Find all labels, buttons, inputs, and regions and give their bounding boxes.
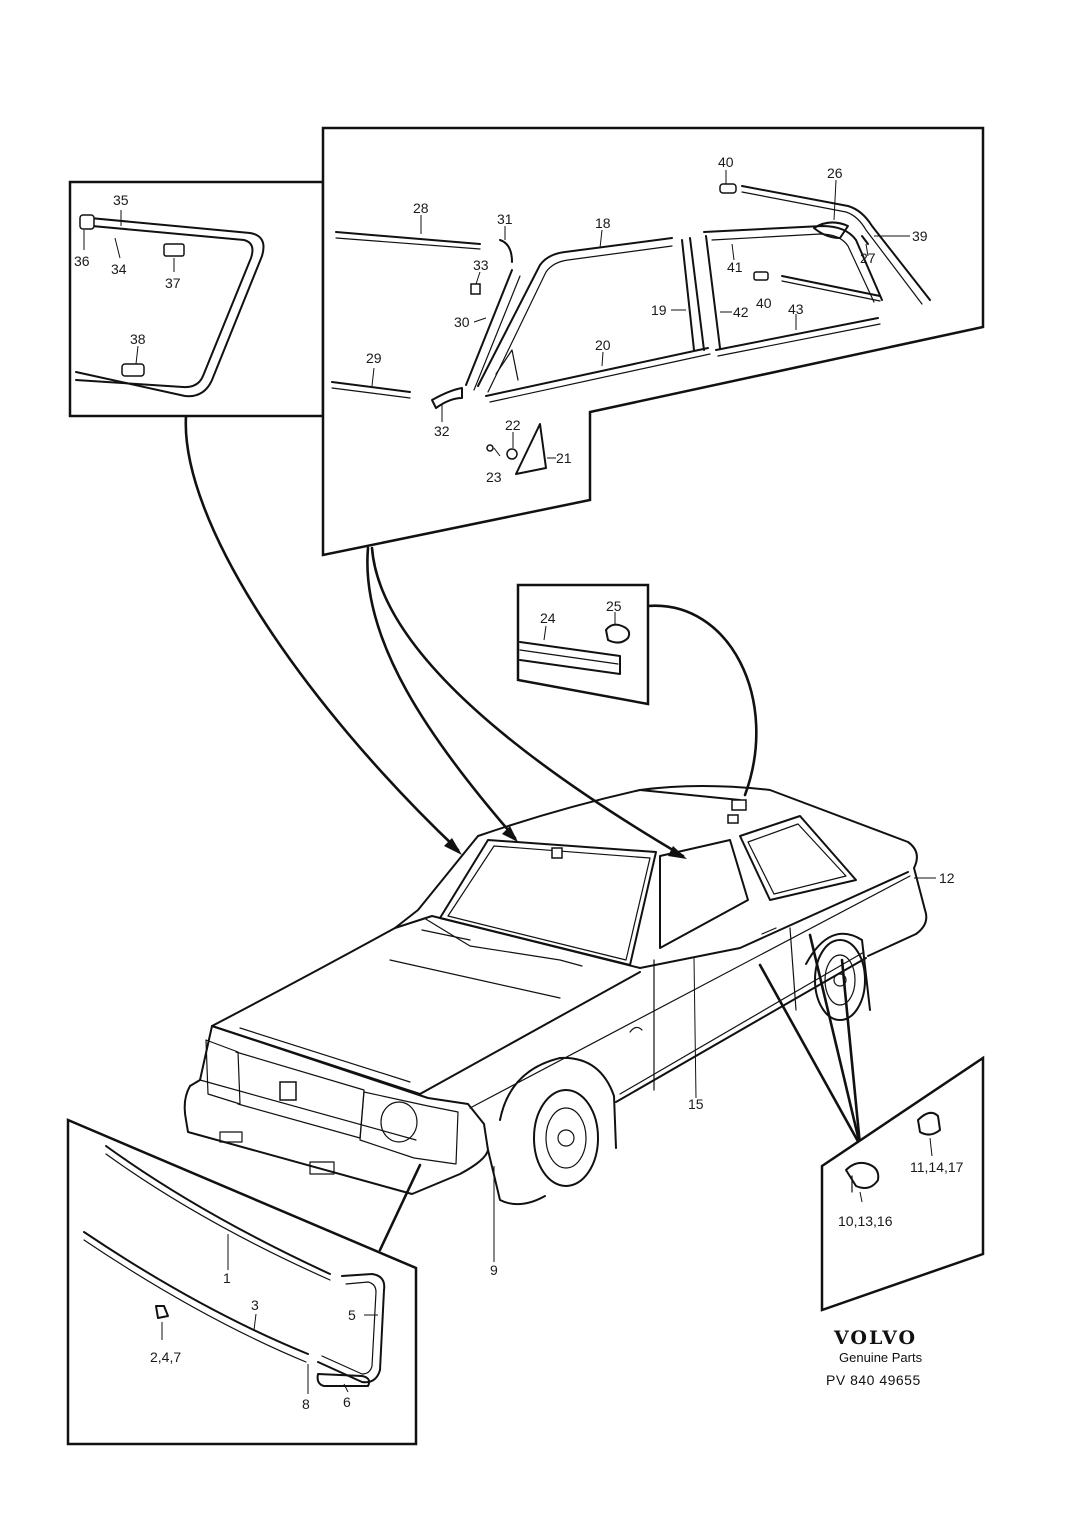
callout-25: 25 — [606, 598, 622, 614]
callout-29: 29 — [366, 350, 382, 366]
callout-26: 26 — [827, 165, 843, 181]
callout-24: 24 — [540, 610, 556, 626]
inset-side-windows — [321, 126, 985, 557]
callout-5: 5 — [348, 1307, 356, 1323]
callout-20: 20 — [595, 337, 611, 353]
callout-36: 36 — [74, 253, 90, 269]
callout-42: 42 — [733, 304, 749, 320]
callout-28: 28 — [413, 200, 429, 216]
callout-39: 39 — [912, 228, 928, 244]
car-illustration — [183, 785, 936, 1262]
callout-37: 37 — [165, 275, 181, 291]
callout-6: 6 — [343, 1394, 351, 1410]
reference-number: PV 840 49655 — [826, 1372, 921, 1388]
callout-9: 9 — [490, 1262, 498, 1278]
callout-labels: 35 36 34 37 38 28 31 33 30 29 32 18 19 2… — [74, 154, 964, 1412]
connector-lines — [184, 414, 862, 1252]
callout-32: 32 — [434, 423, 450, 439]
genuine-parts-text: Genuine Parts — [839, 1350, 923, 1365]
callout-19: 19 — [651, 302, 667, 318]
inset-clips — [820, 1055, 985, 1312]
callout-31: 31 — [497, 211, 513, 227]
callout-34: 34 — [111, 261, 127, 277]
callout-27: 27 — [860, 250, 876, 266]
callout-12: 12 — [939, 870, 955, 886]
callout-18: 18 — [595, 215, 611, 231]
callout-41: 41 — [727, 259, 743, 275]
callout-43: 43 — [788, 301, 804, 317]
inset-rear-window — [68, 180, 325, 418]
callout-15: 15 — [688, 1096, 704, 1112]
callout-40-top: 40 — [718, 154, 734, 170]
volvo-logo: VOLVO — [833, 1327, 917, 1349]
inset-side-trim-strip — [516, 583, 650, 706]
callout-11-14-17: 11,14,17 — [910, 1159, 964, 1175]
callout-23: 23 — [486, 469, 502, 485]
callout-35: 35 — [113, 192, 129, 208]
inset-windscreen-moulding — [66, 1118, 418, 1446]
callout-40-mid: 40 — [756, 295, 772, 311]
callout-33: 33 — [473, 257, 489, 273]
callout-21: 21 — [556, 450, 572, 466]
callout-2-4-7: 2,4,7 — [150, 1349, 181, 1365]
callout-38: 38 — [130, 331, 146, 347]
callout-22: 22 — [505, 417, 521, 433]
callout-1: 1 — [223, 1270, 231, 1286]
branding-block: VOLVO Genuine Parts PV 840 49655 — [826, 1327, 923, 1388]
callout-30: 30 — [454, 314, 470, 330]
callout-10-13-16: 10,13,16 — [838, 1213, 893, 1229]
callout-3: 3 — [251, 1297, 259, 1313]
callout-8: 8 — [302, 1396, 310, 1412]
